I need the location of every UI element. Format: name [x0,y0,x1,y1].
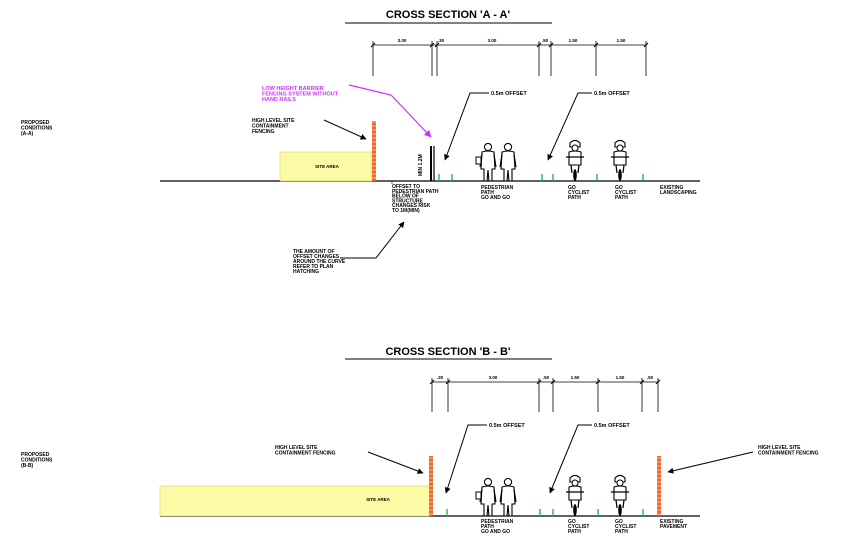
section-a-offset-path-note: OFFSET TO PEDESTRIAN PATH BELOW OF STRUC… [392,184,440,214]
section-a-offset-left-label: 0.5m OFFSET [491,91,527,97]
section-b-green-markers [446,509,644,516]
section-a-cycle-label-1: GO CYCLIST PATH [568,185,591,201]
dim-label: 1.50 [617,38,626,43]
dim-label: 3.00 [488,38,497,43]
section-a-area-label: SITE AREA [315,164,340,169]
section-b-pedestrian-label: PEDESTRIAN PATH GO AND GO [481,519,515,535]
dim-label: 1.50 [571,375,580,380]
section-b-containment-fence-left [429,456,433,516]
section-b: CROSS SECTION 'B - B' .30 3.00 .50 [21,346,819,535]
section-a-conditions-label: PROPOSED CONDITIONS (A-A) [21,120,54,137]
section-a-fence-height: MIN 1.2M [418,154,424,176]
section-b-fence-arrow-left [367,451,424,474]
section-a-site-area [279,151,373,182]
section-a-offset-right-arrow [547,92,592,161]
dim-label: .50 [543,375,550,380]
section-a-barrier-arrow [348,84,432,138]
section-b-offset-left-label: 0.5m OFFSET [489,423,525,429]
dim-label: .50 [647,375,654,380]
section-b-site-area [159,485,431,517]
section-a-green-markers [438,174,644,181]
section-a-offset-left-arrow [444,92,489,161]
section-b-cycle-label-1: GO CYCLIST PATH [568,519,591,535]
section-a-cycle-label-2: GO CYCLIST PATH [615,185,638,201]
pedestrian-figure [476,143,496,181]
pedestrian-figure [476,478,496,516]
dim-label: .50 [542,38,549,43]
cyclist-figure [610,474,630,517]
section-b-cycle-label-2: GO CYCLIST PATH [615,519,638,535]
dim-label: 3.00 [489,375,498,380]
section-a-fence-note: HIGH LEVEL SITE CONTAINMENT FENCING [252,118,296,135]
dim-label: 1.50 [616,375,625,380]
section-b-title: CROSS SECTION 'B - B' [385,346,510,358]
section-b-offset-right-arrow [549,424,592,494]
dim-label: 1.50 [569,38,578,43]
section-a-existing-label: EXISTING LANDSCAPING [660,185,697,196]
section-b-dimension-chain: .30 3.00 .50 1.50 1.50 .50 [429,375,661,412]
section-b-area-label: SITE AREA [366,497,391,502]
section-a-curve-note: THE AMOUNT OF OFFSET CHANGES AROUND THE … [293,249,347,275]
section-b-fence-note-left: HIGH LEVEL SITE CONTAINMENT FENCING [275,445,336,457]
dim-label: 3.00 [398,38,407,43]
section-b-conditions-label: PROPOSED CONDITIONS (B-B) [21,452,54,469]
section-a-containment-fence [372,121,376,181]
dim-label: .30 [437,375,444,380]
section-a-curve-arrow [340,221,405,259]
section-a-pedestrian-label: PEDESTRIAN PATH GO AND GO [481,185,515,201]
section-a: CROSS SECTION 'A - A' 3.00 .30 3 [21,9,700,275]
section-b-offset-right-label: 0.5m OFFSET [594,423,630,429]
section-b-containment-fence-right [657,456,661,516]
pedestrian-figure [499,477,517,517]
cyclist-figure [610,139,630,182]
section-a-fence-arrow [323,119,367,140]
section-b-fence-note-right: HIGH LEVEL SITE CONTAINMENT FENCING [758,445,819,457]
section-b-existing-label: EXISTING PAVEMENT [660,519,687,530]
cyclist-figure [565,139,585,182]
section-a-offset-right-label: 0.5m OFFSET [594,91,630,97]
section-b-fence-arrow-right [667,451,754,474]
cyclist-figure [565,474,585,517]
section-a-barrier-note: LOW HEIGHT BARRIER FENCING SYSTEM WITHOU… [262,86,340,103]
section-a-title: CROSS SECTION 'A - A' [386,9,511,21]
section-b-offset-left-arrow [444,424,487,494]
section-a-dimension-chain: 3.00 .30 3.00 .50 1.50 1.50 [370,38,649,76]
dim-label: .30 [438,38,445,43]
pedestrian-figure [499,142,517,182]
